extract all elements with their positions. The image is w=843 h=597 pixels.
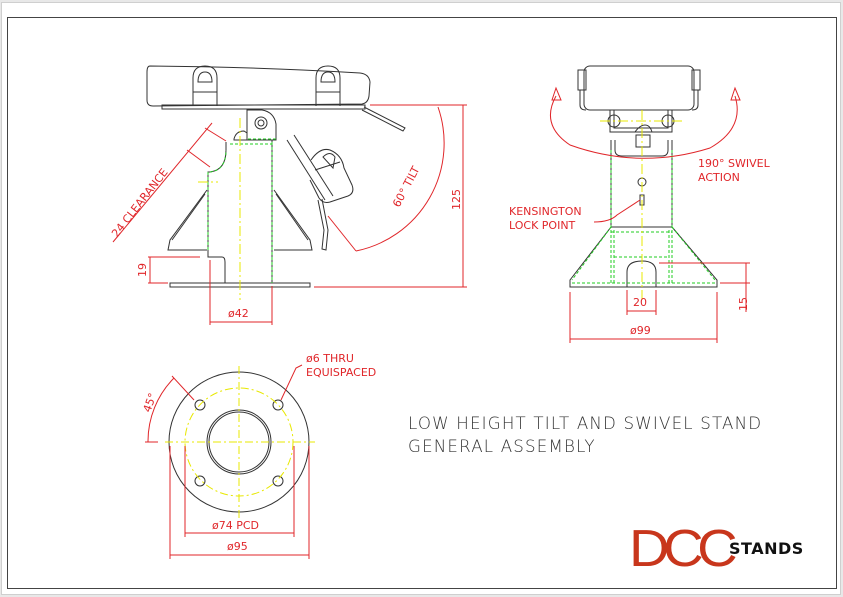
swivel-label-1: 190° SWIVEL bbox=[698, 157, 771, 170]
outer-diameter-label: ø95 bbox=[227, 540, 248, 553]
clearance-label: 24 CLEARANCE bbox=[109, 166, 171, 240]
side-view-centerline bbox=[198, 118, 241, 300]
terminal-body bbox=[146, 65, 371, 107]
plan-view-centerlines bbox=[165, 366, 315, 518]
gusset-right bbox=[273, 189, 313, 251]
swivel-label-2: ACTION bbox=[698, 171, 740, 184]
tilted-terminal bbox=[309, 149, 354, 203]
mounting-hole bbox=[194, 475, 206, 487]
slot-width-label: 20 bbox=[633, 296, 647, 309]
mounting-hole bbox=[272, 399, 284, 411]
kensington-label-1: KENSINGTON bbox=[509, 205, 582, 218]
side-view-dimensions bbox=[112, 104, 467, 325]
side-view-hidden-lines bbox=[207, 138, 276, 283]
title-line-2: GENERAL ASSEMBLY bbox=[408, 437, 596, 457]
clip-right bbox=[315, 65, 341, 106]
clip-left bbox=[192, 65, 218, 106]
logo-suffix-text: STANDS bbox=[729, 539, 804, 558]
hole-label-1: ø6 THRU bbox=[306, 352, 354, 365]
swivel-arc bbox=[549, 95, 738, 159]
drawing-title: LOW HEIGHT TILT AND SWIVEL STAND GENERAL… bbox=[408, 413, 762, 459]
front-view-dimensions bbox=[549, 86, 750, 343]
tilt-label: 60° TILT bbox=[390, 164, 422, 209]
front-view bbox=[569, 65, 718, 288]
terminal-front bbox=[583, 65, 695, 111]
base-flare bbox=[569, 226, 718, 288]
hole-label-2: EQUISPACED bbox=[306, 366, 376, 379]
side-view bbox=[146, 65, 406, 288]
kensington-label-2: LOCK POINT bbox=[509, 219, 576, 232]
front-view-centerline bbox=[600, 110, 684, 300]
logo-brand-text: DCC bbox=[629, 520, 738, 578]
angle-label: 45° bbox=[141, 391, 160, 414]
height-label: 125 bbox=[450, 189, 463, 210]
slot-height-label: 15 bbox=[737, 297, 750, 311]
gusset-left bbox=[167, 189, 208, 251]
title-line-1: LOW HEIGHT TILT AND SWIVEL STAND bbox=[408, 414, 763, 434]
hinge-block bbox=[246, 109, 277, 141]
mounting-hole bbox=[272, 475, 284, 487]
pcd-label: ø74 PCD bbox=[212, 519, 259, 532]
mounting-hole bbox=[194, 399, 206, 411]
drawing-border-frame bbox=[7, 17, 837, 589]
plate-lip bbox=[361, 106, 406, 132]
base-height-label: 19 bbox=[136, 263, 149, 277]
tube-diameter-label: ø42 bbox=[228, 307, 249, 320]
base-diameter-label: ø99 bbox=[630, 324, 651, 337]
plan-view-dimensions bbox=[145, 364, 310, 559]
